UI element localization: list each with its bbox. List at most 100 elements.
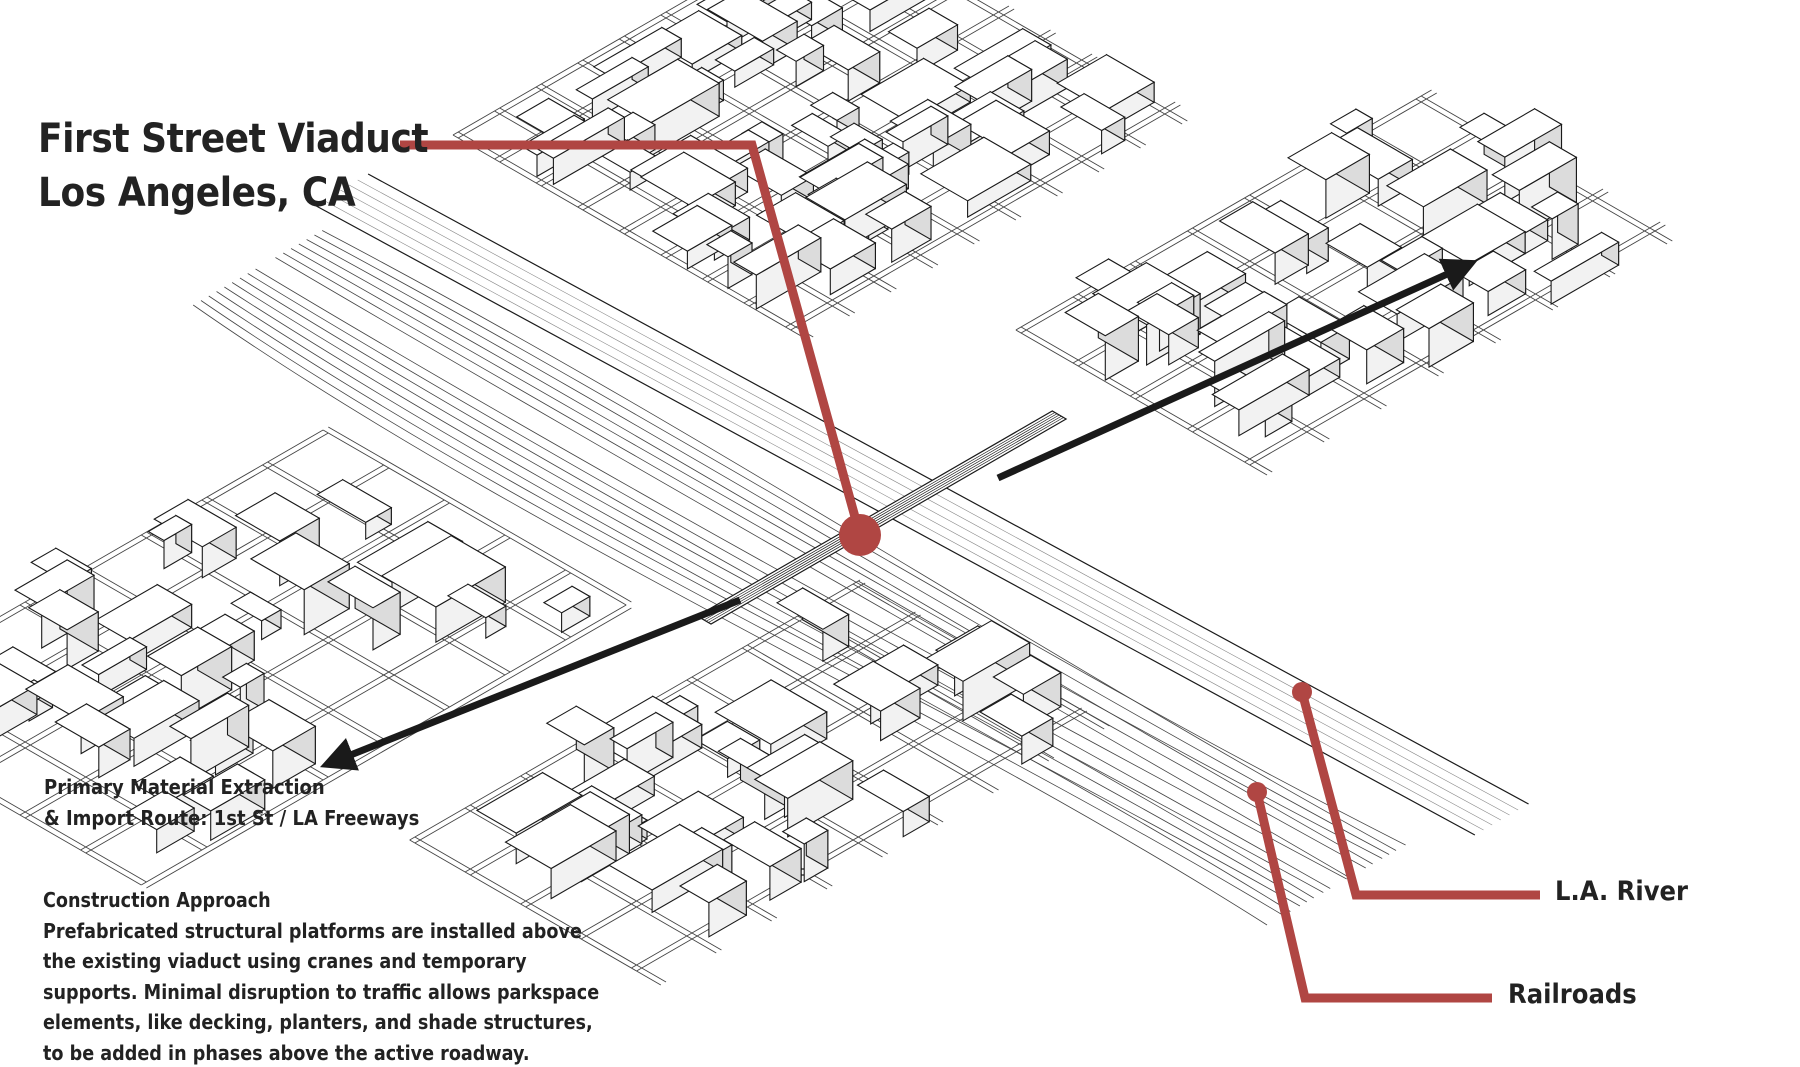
building [607,823,724,914]
building [775,587,850,663]
street [464,807,717,954]
building-roof [1196,290,1288,344]
street [146,607,632,889]
building-roof [545,705,615,746]
building-side [869,0,926,33]
railroads-leader [1252,790,1492,1003]
street [322,429,627,606]
building-roof [1286,132,1371,181]
building [979,693,1054,765]
street [328,426,632,603]
building-roof [714,679,828,745]
building [606,58,721,158]
street [452,0,688,136]
building [1395,283,1475,369]
viaduct-lane [701,413,1058,620]
building-roof [234,492,321,542]
street [741,647,994,794]
building-roof [27,589,100,631]
rail-track [200,300,1284,916]
building [851,0,926,33]
building [832,660,922,742]
building-roof [93,583,193,642]
building [1059,92,1126,155]
building-roof [753,741,854,800]
building-roof [80,636,148,676]
building [856,769,931,838]
building-roof [380,535,507,608]
building [781,817,829,883]
construction-line: Prefabricated structural platforms are i… [43,918,582,943]
rail-track [247,273,1331,889]
building-roof [1476,108,1563,158]
building [1385,148,1489,242]
building-roof [229,591,283,622]
building-roof [706,0,799,42]
building [1533,231,1620,306]
rail-track [231,282,1324,893]
building-roof [1530,191,1580,220]
route-note-line-2: & Import Route: 1st St / LA Freeways [44,806,420,830]
river-line [348,184,1510,816]
building [168,692,250,782]
building [775,33,825,88]
building [542,585,591,634]
building-roof [851,0,889,11]
building-roof [722,821,803,868]
rail-track [298,243,1373,865]
building-blocks [0,0,1620,938]
street [452,134,809,341]
building-roof [979,693,1054,737]
route-note-line-1: Primary Material Extraction [44,775,325,799]
building-roof [475,771,583,834]
building-roof [356,520,464,583]
building-roof [1533,231,1620,282]
building [714,36,775,89]
building-roof [1126,293,1200,336]
building-roof [781,817,829,845]
street [1015,329,1268,476]
building-roof [221,662,266,688]
building-roof [887,7,959,49]
rail-track [216,291,1291,912]
building-roof [923,620,1031,682]
street [0,802,142,886]
building-roof [54,703,132,748]
building [678,863,748,938]
rail-track [192,304,1268,926]
building [326,565,402,651]
street [146,531,450,708]
building-roof [1491,141,1578,192]
street [409,839,662,986]
building-roof [504,804,618,870]
building [885,105,949,172]
rail-track [208,295,1301,907]
building [147,514,193,570]
river-marker-dot [1292,682,1312,702]
building-roof [24,664,125,722]
street [0,796,147,883]
building-roof [804,161,908,221]
building-roof [316,479,393,524]
viaduct-lane [706,415,1062,622]
building-roof [1380,235,1444,273]
building-roof [1395,283,1475,330]
title-line-1: First Street Viaduct [38,116,429,162]
rail-track [283,252,1366,869]
river-leader [1297,690,1540,900]
building-roof [1064,292,1140,337]
building-roof [326,565,402,609]
building-roof [1420,203,1527,265]
building-roof [446,583,507,619]
building-roof [125,790,196,831]
construction-line: to be added in phases above the active r… [43,1040,530,1065]
route-arrows [319,258,1478,771]
river-channel [314,173,1529,836]
viaduct-lane [703,414,1060,621]
building-roof [651,204,733,252]
building [54,702,132,779]
railroads-callout-label: Railroads [1508,979,1637,1010]
building [651,204,733,270]
route-note: Primary Material Extraction & Import Rou… [44,772,419,834]
building [504,803,618,900]
